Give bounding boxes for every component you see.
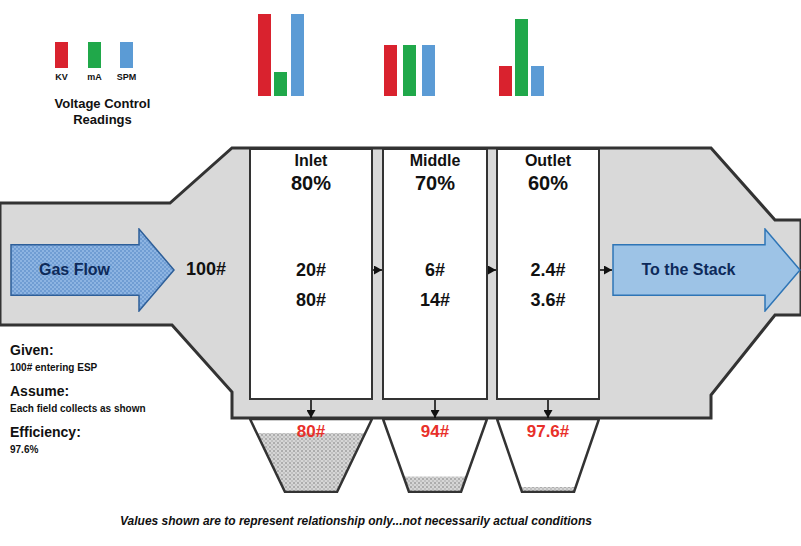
field-efficiency: 70% bbox=[415, 172, 455, 194]
text-row: 14# bbox=[384, 289, 486, 311]
dust-amount: 20# bbox=[296, 260, 326, 280]
connector-arrow bbox=[434, 400, 436, 418]
connector-arrow bbox=[488, 269, 496, 271]
voltage-bars-inlet bbox=[258, 14, 304, 96]
text-row: 80# bbox=[249, 421, 373, 442]
note-text: 100# entering ESP bbox=[10, 361, 97, 374]
note-heading: Given: bbox=[10, 342, 54, 359]
flow-arrow: Gas Flow bbox=[10, 228, 175, 312]
text-row: 97.6# bbox=[496, 421, 600, 442]
field-name: Inlet bbox=[295, 152, 328, 169]
connector-arrow bbox=[547, 400, 549, 418]
legend-label: KV bbox=[42, 72, 82, 82]
text-row: Inlet bbox=[251, 151, 371, 171]
field-name: Outlet bbox=[525, 152, 571, 169]
hopper-total: 80# bbox=[297, 422, 325, 441]
text-row: 2.4# bbox=[498, 259, 598, 281]
note-text: Each field collects as shown bbox=[10, 402, 146, 415]
text-row: To the Stack bbox=[612, 260, 765, 280]
legend-label: SPM bbox=[107, 72, 147, 82]
dust-amount: 6# bbox=[425, 260, 445, 280]
text-row: 80# bbox=[251, 289, 371, 311]
esp-housing bbox=[0, 148, 801, 418]
connector-arrow bbox=[373, 269, 382, 271]
text-row: 3.6# bbox=[498, 289, 598, 311]
field-efficiency: 80% bbox=[291, 172, 331, 194]
hopper: 80# bbox=[249, 418, 373, 493]
text-row: 6# bbox=[384, 259, 486, 281]
collection-field: Middle 70% 6# 14# bbox=[382, 148, 488, 400]
dust-amount: 14# bbox=[420, 290, 450, 310]
text-row: 94# bbox=[382, 421, 488, 442]
legend-swatch bbox=[120, 42, 133, 68]
voltage-bars-outlet bbox=[499, 19, 544, 96]
caption: Values shown are to represent relationsh… bbox=[120, 514, 592, 528]
text-row: 60% bbox=[498, 171, 598, 195]
text-row: Outlet bbox=[498, 151, 598, 171]
field-efficiency: 60% bbox=[528, 172, 568, 194]
flow-label: To the Stack bbox=[642, 261, 736, 278]
connector-arrow bbox=[600, 269, 612, 271]
hopper: 97.6# bbox=[496, 418, 600, 493]
note-heading: Efficiency: bbox=[10, 424, 81, 441]
note-heading: Assume: bbox=[10, 383, 69, 400]
field-name: Middle bbox=[410, 152, 461, 169]
legend-swatch bbox=[88, 42, 101, 68]
legend-label: mA bbox=[75, 72, 115, 82]
legend-heading: Voltage Control Readings bbox=[40, 96, 165, 128]
dust-amount: 2.4# bbox=[530, 260, 565, 280]
inlet-load: 100# bbox=[186, 259, 226, 280]
hopper-total: 94# bbox=[421, 422, 449, 441]
text-row: 20# bbox=[251, 259, 371, 281]
legend-swatch bbox=[55, 42, 68, 68]
text-row: 70% bbox=[384, 171, 486, 195]
collection-field: Outlet 60% 2.4# 3.6# bbox=[496, 148, 600, 400]
flow-arrow: To the Stack bbox=[612, 228, 801, 312]
collection-field: Inlet 80% 20# 80# bbox=[249, 148, 373, 400]
hopper: 94# bbox=[382, 418, 488, 493]
hopper-total: 97.6# bbox=[527, 422, 570, 441]
note-text: 97.6% bbox=[10, 443, 38, 456]
text-row: Gas Flow bbox=[10, 260, 139, 280]
voltage-bars-middle bbox=[384, 45, 435, 96]
connector-arrow bbox=[310, 400, 312, 418]
text-row: Middle bbox=[384, 151, 486, 171]
dust-amount: 80# bbox=[296, 290, 326, 310]
text-row: 80% bbox=[251, 171, 371, 195]
flow-label: Gas Flow bbox=[39, 261, 110, 278]
dust-amount: 3.6# bbox=[530, 290, 565, 310]
